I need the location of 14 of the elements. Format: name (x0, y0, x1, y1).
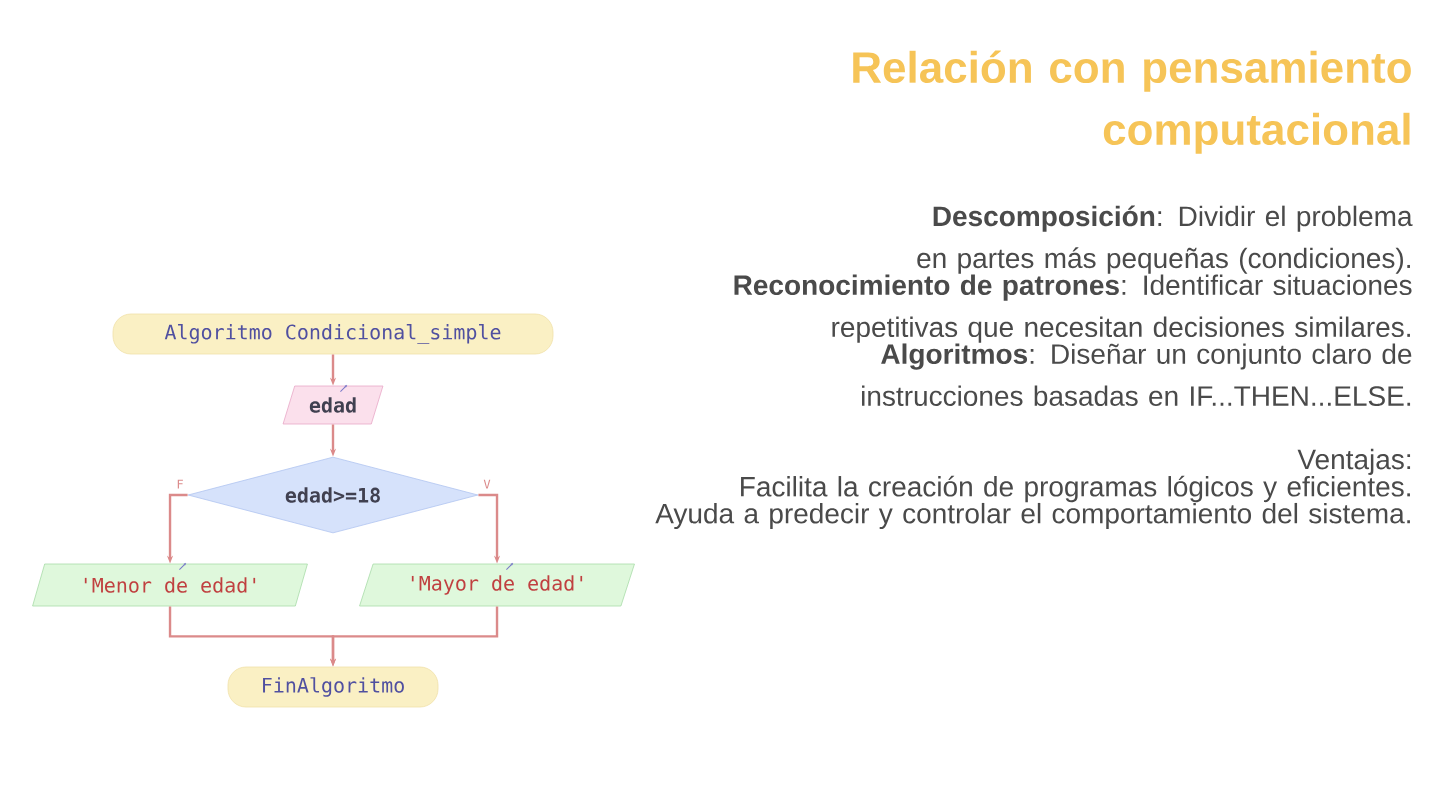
body-text: Ventajas: (1297, 448, 1411, 475)
branch-label: V (481, 477, 493, 491)
body-text: Reconocimiento de patrones: Identificar situaciones repetitivas que necesitan decisiones similares. (734, 274, 1412, 343)
body-text: Facilita la creación de programas lógicos y eficientes. (741, 475, 1410, 503)
body-text: Ayuda a predecir y controlar el comportamiento del sistema. (655, 502, 1410, 530)
io-parallelogram: edad (282, 385, 384, 425)
terminal-box: FinAlgoritmo (227, 666, 439, 708)
terminal-box: Algoritmo Condicional_simple (112, 313, 554, 355)
branch-label: F (174, 477, 186, 491)
slide-title: Relación con pensamiento computacional (853, 50, 1411, 154)
body-text: Descomposición: Dividir el problema en partes más pequeñas (condiciones). (917, 205, 1413, 274)
io-parallelogram: 'Menor de edad' (32, 563, 308, 607)
io-parallelogram: 'Mayor de edad' (359, 563, 635, 607)
body-text: Algoritmos: Diseñar un conjunto claro de instrucciones basadas en IF...THEN...ELSE. (862, 343, 1412, 407)
